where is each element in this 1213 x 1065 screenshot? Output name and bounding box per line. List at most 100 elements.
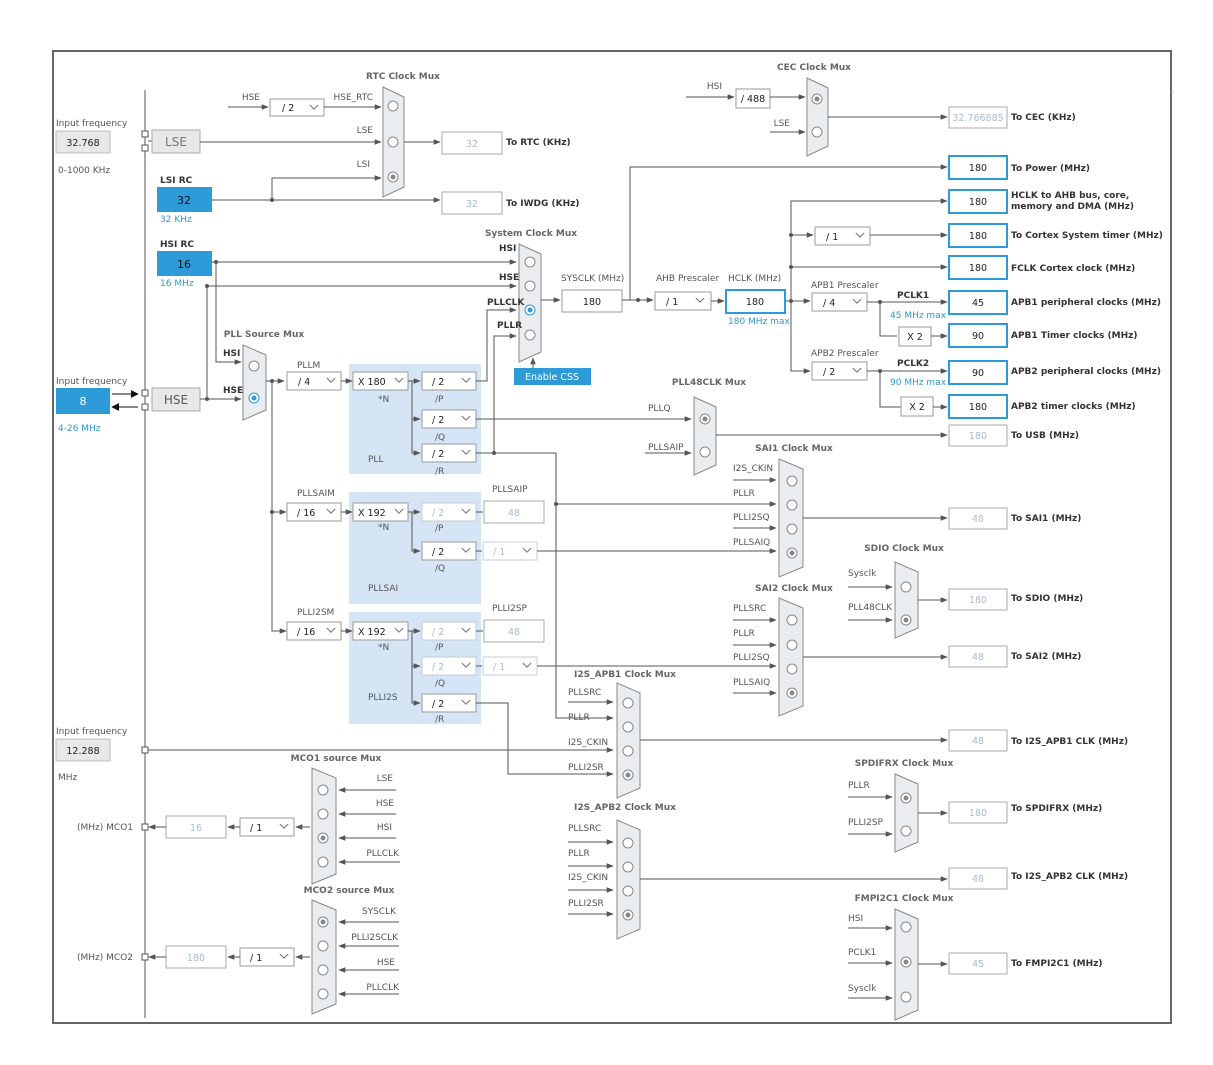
plln-label: *N — [378, 395, 389, 405]
mco1-option-1[interactable] — [317, 784, 329, 796]
pll48clk-option-2[interactable] — [699, 446, 711, 458]
spdifrx-option-2[interactable] — [900, 825, 912, 837]
pclk1-label: PCLK1 — [897, 291, 929, 301]
i2s-freq-input[interactable] — [55, 738, 111, 762]
lsi-label: LSI RC — [160, 176, 193, 186]
mco2-option-3[interactable] — [317, 964, 329, 976]
sai2-output-box — [948, 645, 1008, 668]
cec-mux-title: CEC Clock Mux — [777, 63, 851, 73]
pllsain-label: *N — [378, 523, 389, 533]
i2s-apb1-option-1[interactable] — [622, 697, 634, 709]
sai2-mux[interactable] — [778, 597, 804, 717]
apb2-periph-output-box[interactable] — [948, 360, 1008, 385]
i2s-apb2-output-value: 48 — [972, 874, 984, 885]
apb1-periph-output-label: APB1 peripheral clocks (MHz) — [1011, 298, 1161, 308]
i2s-apb2-option-1[interactable] — [622, 837, 634, 849]
rtc-output-label: To RTC (KHz) — [506, 138, 571, 148]
apb2-timer-output-box[interactable] — [948, 394, 1008, 419]
sai1-option-1[interactable] — [786, 475, 798, 487]
rtc-mux-option-2[interactable] — [387, 136, 399, 148]
pllr-value: / 2 — [432, 449, 444, 460]
mco1-mux[interactable] — [311, 767, 337, 885]
sai1-option-2[interactable] — [786, 499, 798, 511]
fclk-output-box[interactable] — [948, 255, 1008, 280]
plli2sq-value: / 2 — [432, 662, 444, 673]
cortex-output-box[interactable] — [948, 223, 1008, 248]
apb1-periph-output-box[interactable] — [948, 290, 1008, 315]
sdio-mux[interactable] — [894, 561, 919, 639]
sai1-option-3[interactable] — [786, 523, 798, 535]
fmpi2c1-option-1[interactable] — [900, 921, 912, 933]
rtc-mux-option-1[interactable] — [387, 100, 399, 112]
apb1-prescaler-value: / 4 — [823, 298, 835, 309]
cec-mux[interactable] — [806, 77, 829, 157]
pll48clk-in1-label: PLLQ — [648, 404, 671, 414]
i2s-apb2-option-3[interactable] — [622, 885, 634, 897]
sai1-output-label: To SAI1 (MHz) — [1011, 514, 1081, 524]
sai2-option-3[interactable] — [786, 663, 798, 675]
cec-output-value: 32.766885 — [952, 113, 1003, 124]
pllm-value: / 4 — [298, 377, 310, 388]
plli2sr-value: / 2 — [432, 699, 444, 710]
ahb-prescaler-select[interactable] — [654, 291, 712, 311]
plli2sr-label: /R — [435, 715, 444, 725]
pll48clk-mux[interactable] — [693, 396, 717, 476]
i2s-apb2-option-2[interactable] — [622, 861, 634, 873]
pll-source-mux[interactable] — [242, 344, 267, 421]
sai2-output-label: To SAI2 (MHz) — [1011, 652, 1081, 662]
hsi-label: HSI RC — [160, 240, 194, 250]
pllsaip-label: /P — [435, 524, 444, 534]
mco2-option-4[interactable] — [317, 988, 329, 1000]
sdio-output-label: To SDIO (MHz) — [1011, 594, 1083, 604]
system-clock-mux[interactable] — [518, 243, 542, 363]
mco2-in1-label: SYSCLK — [362, 907, 397, 917]
sdio-option-1[interactable] — [900, 581, 912, 593]
rtc-mux-option-3-dot — [390, 174, 396, 180]
ahb-prescaler-label: AHB Prescaler — [656, 274, 719, 284]
sai1-mux[interactable] — [778, 458, 804, 578]
mco2-option-2[interactable] — [317, 940, 329, 952]
pllsaip-out-box — [483, 500, 545, 524]
fmpi2c1-option-3[interactable] — [900, 991, 912, 1003]
hse-freq-input[interactable] — [56, 388, 110, 414]
sai2-option-2[interactable] — [786, 639, 798, 651]
i2s-apb2-mux[interactable] — [616, 819, 641, 940]
i2s-apb1-option-2[interactable] — [622, 721, 634, 733]
hclk-output-label-2: memory and DMA (MHz) — [1011, 202, 1134, 212]
pll-source-option-hsi[interactable] — [248, 360, 260, 372]
mco1-label: (MHz) MCO1 — [77, 823, 133, 833]
pclk2-label: PCLK2 — [897, 359, 929, 369]
fmpi2c1-in3-label: Sysclk — [848, 984, 877, 994]
plli2sp-out-label: PLLI2SP — [492, 604, 528, 614]
power-output-label: To Power (MHz) — [1011, 164, 1090, 174]
cortex-div-select[interactable] — [814, 226, 871, 246]
cec-hsi-div-value: / 488 — [741, 94, 765, 105]
i2s-apb1-option-3[interactable] — [622, 745, 634, 757]
spdifrx-mux[interactable] — [894, 773, 919, 853]
sysclk-option-pllr[interactable] — [524, 329, 536, 341]
i2s-apb1-mux[interactable] — [616, 682, 641, 799]
mco1-option-4[interactable] — [317, 856, 329, 868]
cec-mux-option-2[interactable] — [811, 126, 823, 138]
sdio-output-box — [948, 588, 1008, 611]
cortex-div-value: / 1 — [826, 232, 838, 243]
pll-name: PLL — [368, 455, 383, 465]
mco1-option-2[interactable] — [317, 808, 329, 820]
apb1-timer-output-box[interactable] — [948, 323, 1008, 348]
sysclk-option-hse[interactable] — [524, 280, 536, 292]
power-output-box[interactable] — [948, 155, 1008, 180]
sysclk-value: 180 — [583, 297, 601, 308]
hclk-output-box[interactable] — [948, 189, 1008, 214]
lse-freq-input[interactable] — [55, 130, 111, 154]
plli2sq-label: /Q — [435, 679, 445, 689]
mco2-mux[interactable] — [311, 899, 337, 1015]
fmpi2c1-output-box — [948, 952, 1008, 975]
mco1-output-value: 16 — [190, 823, 202, 834]
sai2-option-1[interactable] — [786, 614, 798, 626]
i2s-apb1-in4-label: PLLI2SR — [568, 763, 604, 773]
enable-css-button[interactable] — [514, 368, 591, 385]
hsi-value: 16 — [177, 258, 191, 271]
rtc-hse-label: HSE — [242, 93, 260, 103]
sdio-output-value: 180 — [969, 595, 987, 606]
sysclk-option-hsi[interactable] — [524, 256, 536, 268]
